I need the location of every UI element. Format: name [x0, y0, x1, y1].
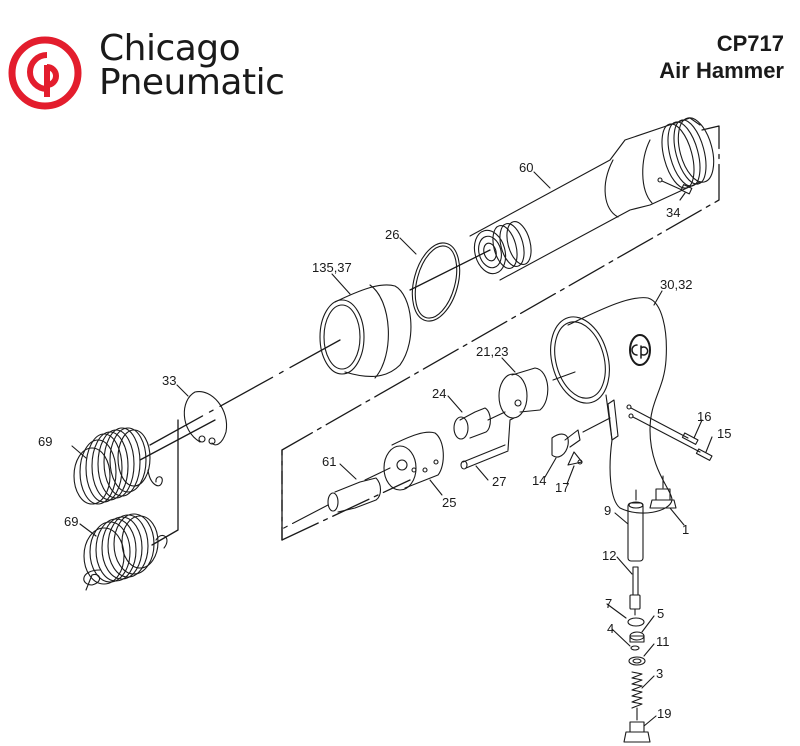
callout-15: 15	[717, 426, 731, 441]
callout-26: 26	[385, 227, 399, 242]
part-69-spring-lower	[83, 513, 168, 591]
part-5-valve-seat	[629, 631, 645, 643]
part-9-throttle-sleeve	[627, 489, 644, 562]
part-19-plug	[623, 721, 651, 743]
part-69-spring-upper	[73, 427, 163, 505]
callout-24: 24	[432, 386, 446, 401]
callout-69-lower: 69	[64, 514, 78, 529]
product-name: Air Hammer	[659, 58, 784, 83]
part-7-o-ring	[627, 617, 645, 627]
part-27-dowel-pin	[460, 417, 515, 470]
brand-name: Chicago Pneumatic	[99, 28, 285, 103]
part-30-handle-housing	[550, 297, 713, 514]
part-14-trigger	[551, 417, 611, 458]
axis-lines	[139, 249, 491, 546]
part-17-latch	[567, 451, 583, 466]
callout-12: 12	[602, 548, 616, 563]
part-1-inlet-bushing	[649, 475, 677, 509]
callout-69-upper: 69	[38, 434, 52, 449]
part-26-o-ring	[411, 242, 461, 322]
cp-logo-icon	[8, 36, 82, 110]
model-number: CP717	[716, 31, 784, 56]
part-24-valve	[453, 407, 506, 440]
part-61-piston	[279, 477, 382, 531]
callout-17: 17	[555, 480, 569, 495]
callout-30-32: 30,32	[660, 277, 693, 292]
callout-5: 5	[657, 606, 664, 621]
part-3-spring	[631, 671, 643, 721]
part-33-retaining-ring	[183, 391, 228, 446]
callout-33: 33	[162, 373, 176, 388]
callout-135-37: 135,37	[312, 260, 352, 275]
callout-1: 1	[682, 522, 689, 537]
brand-line2: Pneumatic	[99, 62, 285, 103]
part-25-valve-case	[364, 431, 444, 491]
callout-4: 4	[607, 621, 614, 636]
callout-19: 19	[657, 706, 671, 721]
part-21-valve-block	[498, 367, 576, 419]
callout-60: 60	[519, 160, 533, 175]
callout-16: 16	[697, 409, 711, 424]
callout-labels: 60 34 26 135,37 30,32 33 21,23 24 69 69 …	[38, 160, 731, 721]
callout-27: 27	[492, 474, 506, 489]
leader-lines	[71, 171, 713, 727]
callout-25: 25	[442, 495, 456, 510]
part-4-o-ring-small	[630, 645, 640, 651]
part-12-throttle-valve	[629, 566, 641, 616]
callout-14: 14	[532, 473, 546, 488]
callout-3: 3	[656, 666, 663, 681]
callout-11: 11	[656, 634, 670, 649]
brand-logo: Chicago Pneumatic	[7, 28, 287, 110]
callout-21-23: 21,23	[476, 344, 509, 359]
callout-9: 9	[604, 503, 611, 518]
callout-7: 7	[605, 596, 612, 611]
part-135-sleeve	[319, 284, 412, 379]
title-block: CP717 Air Hammer	[659, 30, 784, 84]
callout-34: 34	[666, 205, 680, 220]
part-11-washer	[628, 656, 646, 666]
callout-61: 61	[322, 454, 336, 469]
brand-line1: Chicago	[99, 28, 241, 69]
part-60-barrel	[469, 117, 715, 281]
